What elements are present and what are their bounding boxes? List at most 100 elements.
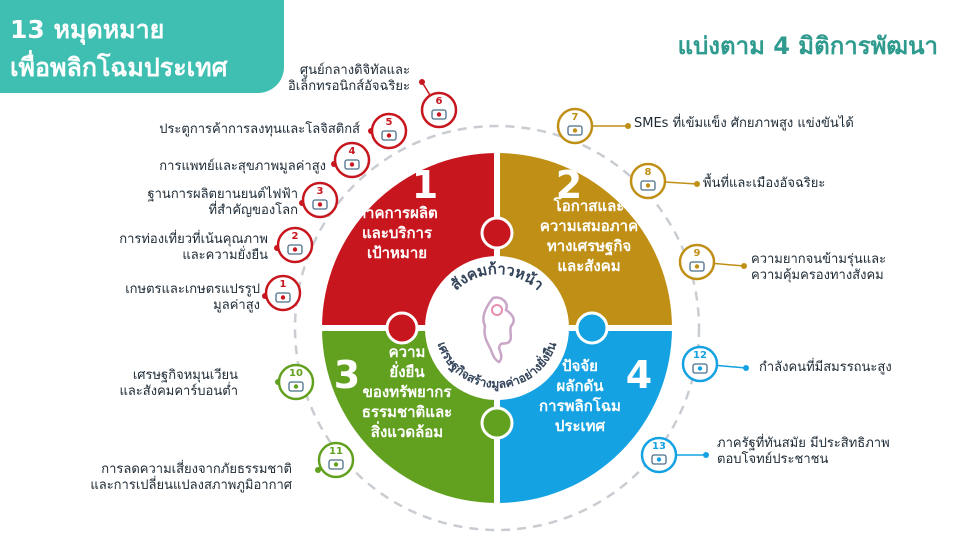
puzzle-tab-3-4: [480, 406, 514, 440]
milestone-number-3: 3: [317, 186, 324, 197]
center-circle: [425, 256, 569, 400]
milestone-number-10: 10: [289, 368, 303, 379]
title-line-2: เพื่อพลิกโฉมประเทศ: [10, 53, 228, 82]
milestone-label-5: ประตูการค้าการลงทุนและโลจิสติกส์: [159, 122, 360, 138]
milestone-label-11: การลดความเสี่ยงจากภัยธรรมชาติและการเปลี่…: [90, 462, 292, 494]
family-icon: [689, 261, 705, 272]
milestone-label-3: ฐานการผลิตยานยนต์ไฟฟ้าที่สำคัญของโลก: [147, 187, 298, 219]
title-banner: 13 หมุดหมาย เพื่อพลิกโฉมประเทศ: [0, 0, 284, 93]
connector-dot-6: [419, 79, 425, 85]
milestone-badge-8: 8: [629, 162, 667, 200]
milestone-label-line: อิเล็กทรอนิกส์อัจฉริยะ: [287, 79, 410, 94]
recycle-icon: [288, 381, 304, 392]
milestone-label-line: และสังคมคาร์บอนต่ำ: [119, 384, 238, 399]
milestone-label-1: เกษตรและเกษตรแปรรูปมูลค่าสูง: [125, 282, 260, 314]
milestone-label-line: การลดความเสี่ยงจากภัยธรรมชาติ: [101, 462, 292, 477]
milestone-label-line: เกษตรและเกษตรแปรรูป: [125, 282, 260, 297]
milestone-number-2: 2: [292, 231, 299, 242]
digital-icon: [431, 109, 447, 120]
dimension-title-3: ความยั่งยืนของทรัพยากรธรรมชาติและสิ่งแวด…: [362, 343, 453, 441]
milestone-label-line: การแพทย์และสุขภาพมูลค่าสูง: [159, 159, 326, 174]
milestone-label-line: การท่องเที่ยวที่เน้นคุณภาพ: [119, 232, 268, 247]
milestone-badge-1: 1: [264, 274, 302, 312]
milestone-number-7: 7: [572, 112, 579, 123]
milestone-badge-11: 11: [317, 441, 355, 479]
milestone-badge-3: 3: [301, 181, 339, 219]
milestone-label-9: ความยากจนข้ามรุ่นและความคุ้มครองทางสังคม: [751, 252, 886, 284]
logistics-icon: [381, 130, 397, 141]
orbit-layer: [293, 124, 701, 532]
dimension-title-4: ปัจจัยผลักดันการพลิกโฉมประเทศ: [539, 357, 621, 435]
milestone-label-line: และความยั่งยืน: [182, 248, 268, 263]
puzzle-tab-1-3: [385, 311, 419, 345]
tourism-icon: [287, 244, 303, 255]
milestone-label-line: ประตูการค้าการลงทุนและโลจิสติกส์: [159, 122, 360, 137]
medical-icon: [344, 159, 360, 170]
milestone-label-line: และการเปลี่ยนแปลงสภาพภูมิอากาศ: [90, 478, 292, 493]
connector-dot-11: [315, 467, 321, 473]
milestone-label-line: พื้นที่และเมืองอัจฉริยะ: [703, 176, 826, 191]
milestone-label-line: กำลังคนที่มีสมรรถนะสูง: [759, 360, 892, 375]
milestone-label-line: ศูนย์กลางดิจิทัลและ: [299, 63, 410, 78]
milestone-badge-6: 6: [420, 91, 458, 129]
milestone-label-7: SMEs ที่เข้มแข็ง ศักยภาพสูง แข่งขันได้: [634, 116, 854, 132]
milestone-badge-12: 12: [681, 345, 719, 383]
dimension-number-3: 3: [334, 353, 360, 397]
milestone-label-13: ภาครัฐที่ทันสมัย มีประสิทธิภาพตอบโจทย์ปร…: [717, 436, 890, 468]
connector-dot-9: [741, 263, 747, 269]
dimension-number-2: 2: [556, 163, 582, 207]
connector-dot-8: [694, 181, 700, 187]
milestone-label-10: เศรษฐกิจหมุนเวียนและสังคมคาร์บอนต่ำ: [119, 368, 238, 400]
milestone-number-13: 13: [652, 441, 666, 452]
connector-dot-7: [625, 123, 631, 129]
dimension-title-2: โอกาสและความเสมอภาคทางเศรษฐกิจและสังคม: [540, 196, 638, 275]
milestone-number-9: 9: [694, 248, 701, 259]
milestone-label-line: ตอบโจทย์ประชาชน: [717, 452, 829, 467]
milestone-number-1: 1: [280, 279, 287, 290]
milestone-badge-2: 2: [276, 226, 314, 264]
milestone-label-line: ความยากจนข้ามรุ่นและ: [751, 252, 887, 267]
milestone-number-12: 12: [693, 350, 707, 361]
milestone-number-6: 6: [436, 96, 443, 107]
agriculture-icon: [275, 292, 291, 303]
title-line-1: 13 หมุดหมาย: [10, 15, 165, 44]
center-layer: สังคมก้าวหน้าเศรษฐกิจสร้างมูลค่าอย่างยั่…: [425, 256, 569, 400]
milestone-label-line: ที่สำคัญของโลก: [208, 203, 298, 218]
puzzle-tab-1-2: [480, 216, 514, 250]
ev-charging-icon: [312, 199, 328, 210]
subtitle: แบ่งตาม 4 มิติการพัฒนา: [677, 32, 938, 60]
milestone-badge-4: 4: [333, 141, 371, 179]
milestone-label-8: พื้นที่และเมืองอัจฉริยะ: [703, 176, 825, 192]
milestone-label-6: ศูนย์กลางดิจิทัลและอิเล็กทรอนิกส์อัจฉริย…: [288, 63, 410, 95]
dimension-title-1: ภาคการผลิตและบริการเป้าหมาย: [356, 204, 438, 262]
milestone-label-line: ฐานการผลิตยานยนต์ไฟฟ้า: [147, 187, 298, 202]
milestone-badge-13: 13: [640, 436, 678, 474]
climate-icon: [328, 459, 344, 470]
milestone-badge-5: 5: [370, 112, 408, 150]
smart-city-icon: [640, 180, 656, 191]
milestone-label-line: ภาครัฐที่ทันสมัย มีประสิทธิภาพ: [717, 436, 890, 451]
connector-dot-12: [743, 365, 749, 371]
milestone-badge-7: 7: [556, 107, 594, 145]
milestone-number-5: 5: [386, 117, 393, 128]
milestone-label-4: การแพทย์และสุขภาพมูลค่าสูง: [159, 159, 326, 175]
shop-icon: [567, 125, 583, 136]
milestone-label-line: SMEs ที่เข้มแข็ง ศักยภาพสูง แข่งขันได้: [634, 116, 854, 131]
government-icon: [651, 454, 667, 465]
milestone-label-2: การท่องเที่ยวที่เน้นคุณภาพและความยั่งยืน: [119, 232, 268, 264]
milestone-badge-9: 9: [678, 243, 716, 281]
puzzle-tab-2-4: [575, 311, 609, 345]
milestone-number-11: 11: [329, 446, 343, 457]
dimension-number-1: 1: [412, 163, 438, 207]
milestone-label-12: กำลังคนที่มีสมรรถนะสูง: [759, 360, 892, 376]
milestone-label-line: ความคุ้มครองทางสังคม: [751, 268, 884, 283]
connector-dot-13: [703, 452, 709, 458]
thailand-map-icon: [482, 296, 515, 364]
milestone-label-line: มูลค่าสูง: [213, 298, 260, 313]
orbit-ring: [293, 124, 701, 532]
milestone-number-4: 4: [349, 146, 356, 157]
milestone-badge-10: 10: [277, 363, 315, 401]
